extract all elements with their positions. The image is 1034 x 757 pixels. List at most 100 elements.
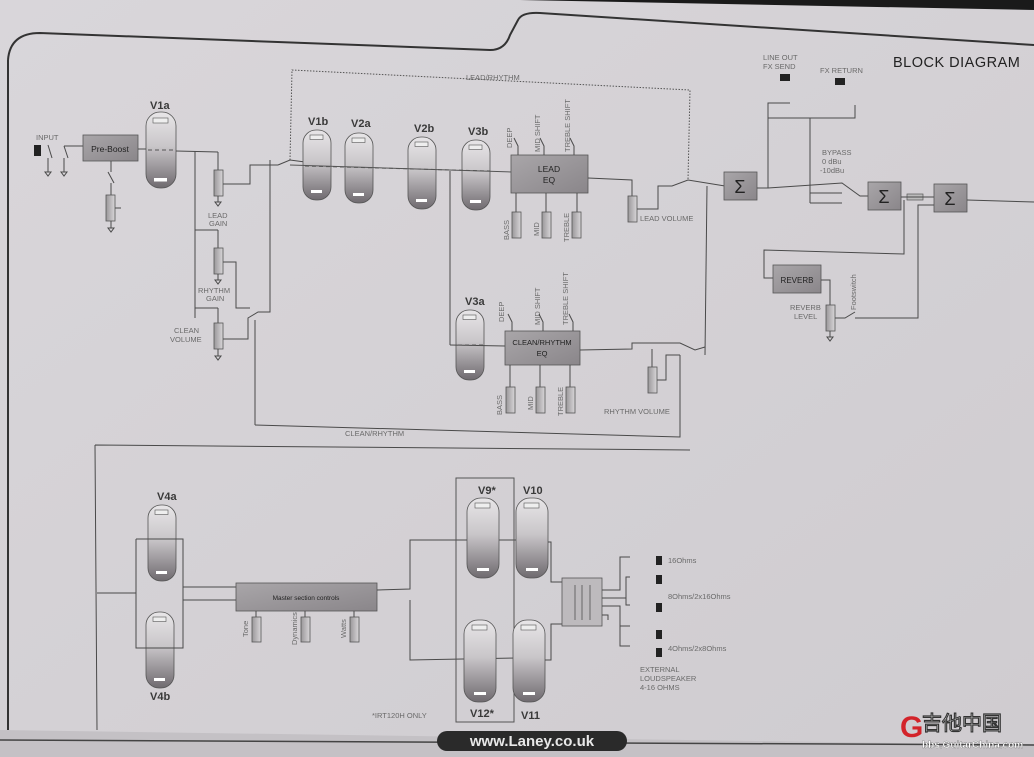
laney-url[interactable]: www.Laney.co.uk xyxy=(469,733,595,750)
laney-url-badge[interactable] xyxy=(437,731,627,751)
svg-text:V10: V10 xyxy=(523,485,543,497)
footswitch-label: Footswitch xyxy=(849,274,858,310)
svg-text:4-16 OHMS: 4-16 OHMS xyxy=(640,683,680,692)
clean-rhythm-label: CLEAN/RHYTHM xyxy=(345,429,404,438)
svg-text:-10dBu: -10dBu xyxy=(820,166,844,175)
reverb-level-pot[interactable] xyxy=(825,304,836,332)
guitarchina-logo-icon: G xyxy=(900,711,923,744)
rhythm-gain-pot[interactable] xyxy=(213,247,224,275)
fx-send-label: FX SEND xyxy=(763,62,796,71)
sum-block-1 xyxy=(723,171,758,201)
sum-block-2 xyxy=(867,181,902,211)
svg-text:TREBLE: TREBLE xyxy=(556,387,565,416)
rhythm-eq-block xyxy=(504,330,581,366)
lead-eq-switches[interactable]: DEEP MID SHIFT TREBLE SHIFT xyxy=(505,99,575,155)
lead-volume-label: LEAD VOLUME xyxy=(640,214,693,223)
svg-text:TREBLE SHIFT: TREBLE SHIFT xyxy=(561,272,570,325)
svg-text:V2b: V2b xyxy=(414,123,434,135)
master-section-block xyxy=(235,582,378,612)
tube-v9 xyxy=(466,497,500,579)
rhythm-volume-label: RHYTHM VOLUME xyxy=(604,407,670,416)
svg-text:DEEP: DEEP xyxy=(497,302,506,322)
tube-v11 xyxy=(512,619,546,703)
lead-gain-pot[interactable] xyxy=(213,169,224,197)
svg-text:BASS: BASS xyxy=(495,395,504,415)
rhythm-eq-pots[interactable]: BASS MID TREBLE xyxy=(495,365,576,416)
svg-text:0 dBu: 0 dBu xyxy=(822,157,842,166)
lead-rhythm-label: LEAD/RHYTHM xyxy=(466,73,520,82)
bypass-label: BYPASS xyxy=(822,148,851,157)
tap-4ohm: 4Ohms/2x8Ohms xyxy=(668,644,727,653)
line-out-label: LINE OUT xyxy=(763,53,798,62)
svg-text:REVERB: REVERB xyxy=(781,276,814,285)
master-pots[interactable]: Tone Dynamics Watts xyxy=(241,611,360,645)
speaker-jacks[interactable] xyxy=(656,556,662,657)
tube-v4a-label: V4a xyxy=(157,491,177,503)
pre-boost-block xyxy=(82,134,139,162)
svg-text:VOLUME: VOLUME xyxy=(170,335,202,344)
lead-volume-pot[interactable] xyxy=(627,195,638,223)
tube-v10 xyxy=(515,497,549,579)
svg-text:V9*: V9* xyxy=(478,485,496,497)
tube-v4a xyxy=(147,504,177,582)
svg-text:Σ: Σ xyxy=(944,189,955,209)
lead-tubes: V1b V2a V2b V3b xyxy=(302,116,491,211)
footnote: *IRT120H ONLY xyxy=(372,711,427,720)
preboost-pot[interactable] xyxy=(105,194,116,222)
pot-treble: TREBLE xyxy=(562,213,571,242)
reverb-block xyxy=(772,264,822,294)
svg-text:Tone: Tone xyxy=(241,621,250,637)
pot-mid: MID xyxy=(532,222,541,236)
svg-text:CLEAN/RHYTHM: CLEAN/RHYTHM xyxy=(512,338,571,347)
clean-volume-pot[interactable] xyxy=(213,322,224,350)
rhythm-volume-pot[interactable] xyxy=(647,366,658,394)
fx-return-jack[interactable] xyxy=(835,78,845,85)
tube-v4b-label: V4b xyxy=(150,691,170,703)
rhythm-eq-switches[interactable]: DEEP MID SHIFT TREBLE SHIFT xyxy=(497,272,574,331)
switch-deep: DEEP xyxy=(505,128,514,148)
svg-text:EXTERNAL: EXTERNAL xyxy=(640,665,680,674)
input-jack-icon[interactable] xyxy=(34,145,41,156)
svg-text:V3b: V3b xyxy=(468,126,488,138)
svg-text:MID SHIFT: MID SHIFT xyxy=(533,287,542,325)
fx-return-label: FX RETURN xyxy=(820,66,863,75)
pre-boost-label: Pre-Boost xyxy=(91,144,129,154)
svg-text:LEAD: LEAD xyxy=(538,164,560,174)
page-border xyxy=(7,11,1034,61)
svg-text:GAIN: GAIN xyxy=(206,294,224,303)
svg-text:EQ: EQ xyxy=(537,349,548,358)
svg-text:GAIN: GAIN xyxy=(209,219,227,228)
svg-text:Master section controls: Master section controls xyxy=(273,595,341,602)
tap-16ohm: 16Ohms xyxy=(668,556,697,565)
lead-gain-label: LEAD xyxy=(208,211,228,220)
svg-text:Σ: Σ xyxy=(878,187,889,207)
lead-eq-block xyxy=(510,154,589,194)
svg-text:LOUDSPEAKER: LOUDSPEAKER xyxy=(640,674,697,683)
svg-text:bbs.GuitarChina.com: bbs.GuitarChina.com xyxy=(922,740,1023,751)
pot-bass: BASS xyxy=(502,220,511,240)
lead-eq-pots[interactable]: BASS MID TREBLE xyxy=(502,193,582,242)
svg-text:V2a: V2a xyxy=(351,118,371,130)
svg-text:MID: MID xyxy=(526,396,535,410)
rhythm-gain-label: RHYTHM xyxy=(198,286,230,295)
switch-treble-shift: TREBLE SHIFT xyxy=(563,99,572,152)
svg-text:V12*: V12* xyxy=(470,708,495,720)
clean-volume-label: CLEAN xyxy=(174,326,199,335)
tube-v3a-label: V3a xyxy=(465,296,485,308)
diagram-title: BLOCK DIAGRAM xyxy=(893,55,1020,71)
svg-text:Dynamics: Dynamics xyxy=(290,612,299,645)
svg-text:V11: V11 xyxy=(521,710,540,722)
switch-mid-shift: MID SHIFT xyxy=(533,114,542,152)
irt120h-box xyxy=(455,477,515,723)
tube-v12 xyxy=(463,619,497,703)
svg-text:吉他中国: 吉他中国 xyxy=(922,711,1002,735)
reverb-level-label: REVERB xyxy=(790,303,821,312)
svg-text:LEVEL: LEVEL xyxy=(794,312,817,321)
fx-send-jack[interactable] xyxy=(780,74,790,81)
svg-text:V1b: V1b xyxy=(308,116,328,128)
guitarchina-watermark: G 吉他中国 bbs.GuitarChina.com xyxy=(900,711,1023,751)
svg-text:Σ: Σ xyxy=(734,177,745,197)
input-label: INPUT xyxy=(36,133,59,142)
tube-v4b xyxy=(145,611,175,689)
